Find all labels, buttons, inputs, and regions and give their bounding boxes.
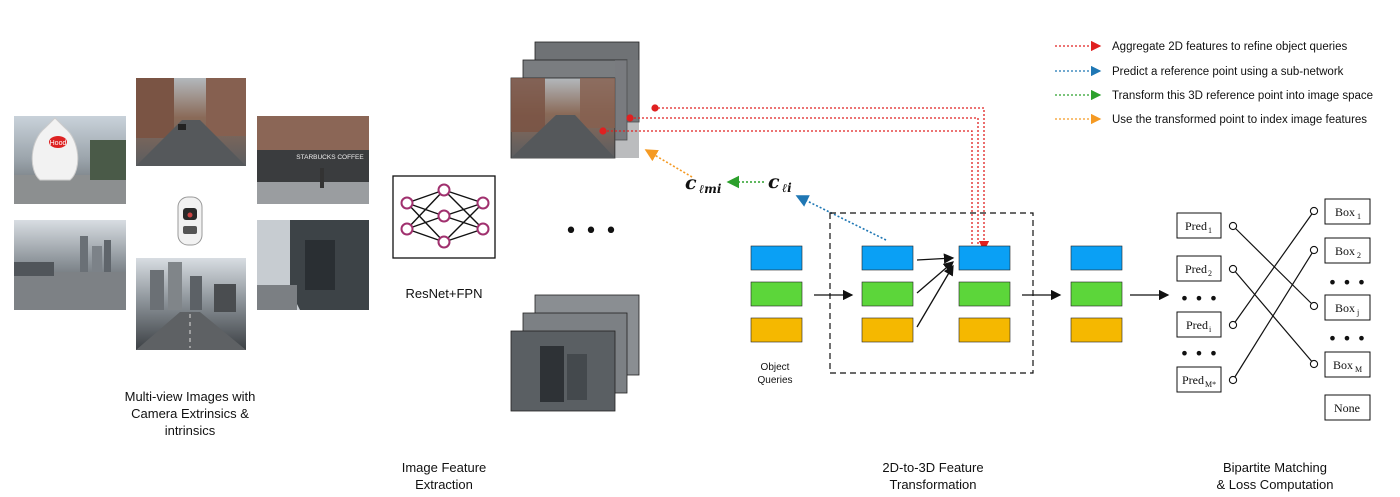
refined-queries xyxy=(1070,245,1123,343)
predi-sub: i xyxy=(1209,325,1212,334)
camera-image-front-left: Hood xyxy=(14,116,126,204)
feature-map-stack-top xyxy=(510,41,640,159)
refine-arrows xyxy=(916,253,955,328)
transformation-block xyxy=(829,212,1034,374)
legend-transform-text: Transform this 3D reference point into i… xyxy=(1112,90,1373,102)
camera-image-front xyxy=(136,78,246,166)
matching-lines xyxy=(1232,210,1315,381)
matching-endpoints xyxy=(1228,206,1319,385)
nn-edge xyxy=(406,189,445,230)
predm-label: Pred xyxy=(1182,373,1204,387)
camera-image-front-right: STARBUCKS COFFEE xyxy=(257,116,369,204)
starbucks-sign-text: STARBUCKS COFFEE xyxy=(296,154,364,161)
backbone-network-icon xyxy=(392,175,496,259)
c-li-base: c xyxy=(768,171,780,193)
feature-extraction-caption: Image Feature Extraction xyxy=(401,460,487,492)
prediction-predi: Pred i xyxy=(1176,311,1222,338)
nn-node xyxy=(437,183,451,197)
nn-edge xyxy=(443,202,484,243)
object-queries-label-line2: Queries xyxy=(757,375,792,386)
sampled-feature-points xyxy=(599,104,659,135)
bipartite-matching: Pred 1 Pred 2 • • • Pred i • • • Pred M*… xyxy=(1176,198,1371,421)
legend-item-transform: Transform this 3D reference point into i… xyxy=(1055,89,1373,102)
aggregate-arrows xyxy=(607,107,990,252)
predict-reference-arrow xyxy=(795,195,887,241)
none-label: None xyxy=(1334,401,1360,415)
transform-output-queries xyxy=(958,245,1011,343)
feature-map-stack-bottom xyxy=(510,294,640,412)
box2-sub: 2 xyxy=(1357,251,1361,260)
nn-edge xyxy=(443,189,484,204)
backbone-caption: ResNet+FPN xyxy=(405,286,483,301)
legend-item-index: Use the transformed point to index image… xyxy=(1055,113,1367,126)
nn-edge xyxy=(443,228,484,243)
box2-label: Box xyxy=(1335,244,1355,258)
nn-node xyxy=(476,222,490,236)
ego-car-icon xyxy=(177,196,203,246)
prediction-pred1: Pred 1 xyxy=(1176,212,1222,239)
boxm-label: Box xyxy=(1333,358,1353,372)
legend-index-text: Use the transformed point to index image… xyxy=(1112,114,1367,126)
c-li-sub: ℓi xyxy=(782,181,792,195)
multiview-images: Hood STARBUCKS COFFEE xyxy=(14,78,369,350)
nn-node xyxy=(400,222,414,236)
predm-sub: M* xyxy=(1205,380,1216,389)
prediction-pred2: Pred 2 xyxy=(1176,255,1222,282)
transformation-caption: 2D-to-3D Feature Transformation xyxy=(882,460,984,492)
legend-aggregate-text: Aggregate 2D features to refine object q… xyxy=(1112,41,1348,53)
nn-node xyxy=(400,196,414,210)
boxj-sub: j xyxy=(1356,308,1359,317)
box-ellipsis-2: • • • xyxy=(1328,329,1366,348)
camera-image-back-right xyxy=(257,220,369,310)
nn-node xyxy=(437,209,451,223)
c-lmi-base: c xyxy=(685,172,697,194)
gt-box2: Box 2 xyxy=(1324,237,1371,264)
object-queries: Object Queries xyxy=(750,245,803,386)
boxm-sub: M xyxy=(1355,365,1362,374)
legend-item-predict: Predict a reference point using a sub-ne… xyxy=(1055,65,1344,78)
box-ellipsis-1: • • • xyxy=(1328,273,1366,292)
box1-sub: 1 xyxy=(1357,212,1361,221)
feature-ellipsis: • • • xyxy=(565,219,618,244)
multiview-caption: Multi-view Images with Camera Extrinsics… xyxy=(124,389,256,438)
nn-edge xyxy=(443,202,484,217)
box1-label: Box xyxy=(1335,205,1355,219)
pred-ellipsis-1: • • • xyxy=(1180,289,1218,308)
nn-node xyxy=(476,196,490,210)
c-lmi-sub: ℓmi xyxy=(699,182,722,196)
prediction-predm: Pred M* xyxy=(1176,366,1222,393)
object-queries-label-line1: Object xyxy=(761,362,790,373)
gt-none: None xyxy=(1324,394,1371,421)
gt-box1: Box 1 xyxy=(1324,198,1371,225)
gt-boxj: Box j xyxy=(1324,294,1371,321)
camera-image-back xyxy=(136,258,246,350)
hood-sign-text: Hood xyxy=(50,140,67,147)
legend-item-aggregate: Aggregate 2D features to refine object q… xyxy=(1055,40,1348,53)
nn-node xyxy=(437,235,451,249)
legend-predict-text: Predict a reference point using a sub-ne… xyxy=(1112,66,1344,78)
nn-edge xyxy=(406,228,445,243)
index-arrow xyxy=(644,149,693,178)
nn-edge xyxy=(406,215,445,230)
nn-edge xyxy=(406,189,445,204)
pred-ellipsis-2: • • • xyxy=(1180,344,1218,363)
transform-input-queries xyxy=(861,245,914,343)
pred1-label: Pred xyxy=(1185,219,1207,233)
legend: Aggregate 2D features to refine object q… xyxy=(1055,40,1373,126)
gt-boxm: Box M xyxy=(1324,351,1371,378)
pred2-label: Pred xyxy=(1185,262,1207,276)
predi-label: Pred xyxy=(1186,318,1208,332)
camera-image-back-left xyxy=(14,220,126,310)
boxj-label: Box xyxy=(1335,301,1355,315)
matching-caption: Bipartite Matching & Loss Computation xyxy=(1216,460,1334,492)
pred1-sub: 1 xyxy=(1208,226,1212,235)
pred2-sub: 2 xyxy=(1208,269,1212,278)
